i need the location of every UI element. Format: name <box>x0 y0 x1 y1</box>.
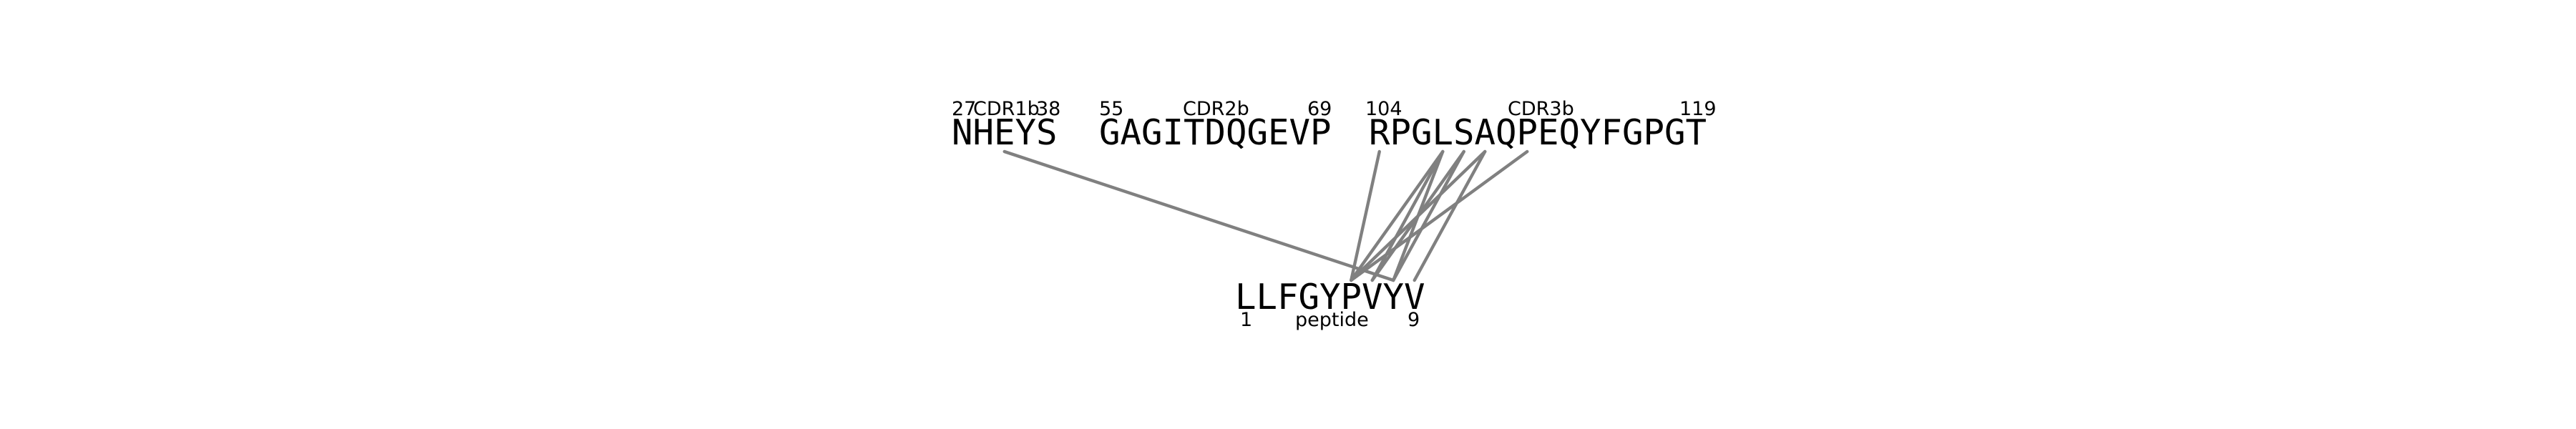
peptide-start-number: 1 <box>1240 309 1252 331</box>
cdr3b-name: CDR3b <box>1508 98 1574 120</box>
cdr3b-start-number: 104 <box>1365 98 1402 120</box>
contact-lines <box>1002 149 1529 282</box>
peptide-label: peptide <box>1295 309 1369 331</box>
cdr2b-sequence: GAGITDQGEVP <box>1099 112 1332 153</box>
peptide-end-number: 9 <box>1407 309 1420 331</box>
cdr1b-group: 27 CDR1b 38 NHEYS <box>952 98 1060 153</box>
cdr2b-group: 55 CDR2b 69 GAGITDQGEVP <box>1099 98 1332 153</box>
cdr2b-start-number: 55 <box>1099 98 1123 120</box>
cdr1b-start-number: 27 <box>952 98 976 120</box>
cdr3b-sequence: RPGLSAQPEQYFGPGT <box>1369 112 1707 153</box>
peptide-sequence: LLFGYPVYV <box>1235 277 1425 317</box>
cdr1b-end-number: 38 <box>1036 98 1060 120</box>
contact-line <box>1350 149 1445 282</box>
contact-line <box>1350 149 1487 282</box>
contact-line <box>1350 149 1529 282</box>
contact-line <box>1370 149 1445 282</box>
peptide-group: LLFGYPVYV 1 peptide 9 <box>1235 277 1425 331</box>
cdr3b-end-number: 119 <box>1679 98 1717 120</box>
contact-line <box>1350 149 1381 282</box>
cdr2b-end-number: 69 <box>1307 98 1332 120</box>
contact-line <box>1002 149 1395 282</box>
cdr1b-sequence: NHEYS <box>952 112 1058 153</box>
cdr3b-group: 104 CDR3b 119 RPGLSAQPEQYFGPGT <box>1365 98 1717 153</box>
cdr1b-name: CDR1b <box>973 98 1040 120</box>
cdr2b-name: CDR2b <box>1183 98 1249 120</box>
contact-line <box>1413 149 1487 282</box>
contact-line <box>1392 149 1465 282</box>
